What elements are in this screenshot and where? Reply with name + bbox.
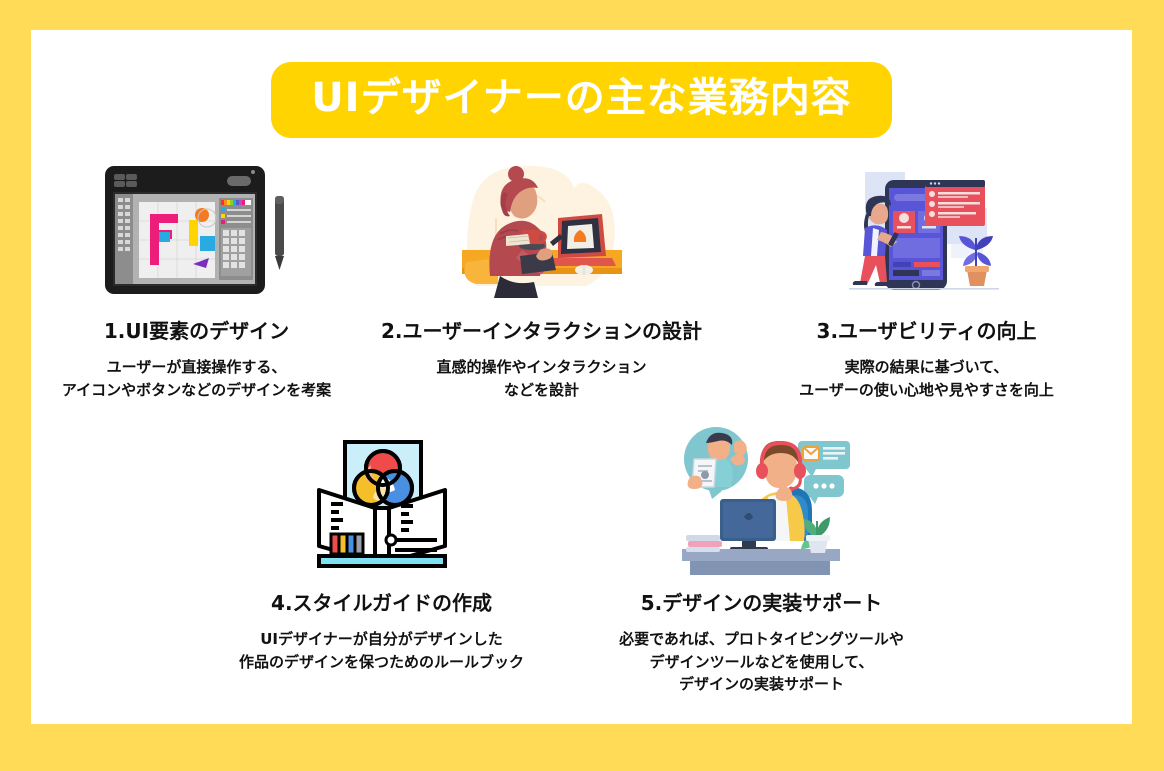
tablet-icon xyxy=(104,166,284,294)
item-description-line: 実際の結果に基づいて、 xyxy=(844,358,1009,376)
items-row-top: 1.UI要素のデザイン ユーザーが直接操作する、 アイコンやボタンなどのデザイン… xyxy=(31,158,1132,401)
item-description-line: アイコンやボタンなどのデザインを考案 xyxy=(61,380,332,399)
designer-at-desk-with-laptop-illustration xyxy=(454,158,629,303)
item-description-line: ユーザーの使い心地や見やすさを向上 xyxy=(799,380,1054,399)
item-card-4: 4.スタイルガイドの作成 UIデザイナーが自分がデザインした 作品のデザインを保… xyxy=(202,430,562,673)
support-desk-icon xyxy=(682,427,850,575)
mobile-ui-testing-illustration xyxy=(847,158,1007,303)
item-description-line: などを設計 xyxy=(503,380,579,399)
page-title: UIデザイナーの主な業務内容 xyxy=(31,62,1132,138)
item-description: 実際の結果に基づいて、 ユーザーの使い心地や見やすさを向上 xyxy=(799,356,1054,401)
item-card-5: 5.デザインの実装サポート 必要であれば、プロトタイピングツールや デザインツー… xyxy=(562,427,962,696)
item-description-line: 直感的操作やインタラクション xyxy=(436,358,647,376)
item-description: UIデザイナーが自分がデザインした 作品のデザインを保つためのルールブック xyxy=(239,628,524,673)
style-guide-book-icon xyxy=(317,440,447,568)
item-description: ユーザーが直接操作する、 アイコンやボタンなどのデザインを考案 xyxy=(62,356,331,401)
item-heading: 4.スタイルガイドの作成 xyxy=(271,591,492,615)
open-book-color-guide-illustration xyxy=(309,430,454,575)
item-heading: 2.ユーザーインタラクションの設計 xyxy=(380,319,703,343)
poster-content: UIデザイナーの主な業務内容 xyxy=(31,30,1132,724)
item-description-line: 作品のデザインを保つためのルールブック xyxy=(238,652,524,671)
smartphone-ui-icon xyxy=(848,172,999,290)
graphics-tablet-design-app-illustration xyxy=(97,158,297,303)
item-card-2: 2.ユーザーインタラクションの設計 直感的操作やインタラクション などを設計 xyxy=(347,158,737,401)
item-card-1: 1.UI要素のデザイン ユーザーが直接操作する、 アイコンやボタンなどのデザイン… xyxy=(47,158,347,401)
item-description-line: ユーザーが直接操作する、 xyxy=(106,358,287,376)
item-heading: 5.デザインの実装サポート xyxy=(640,591,883,615)
item-description: 直感的操作やインタラクション などを設計 xyxy=(436,356,646,401)
items-row-bottom: 4.スタイルガイドの作成 UIデザイナーが自分がデザインした 作品のデザインを保… xyxy=(31,427,1132,696)
item-description-line: デザインツールなどを使用して、 xyxy=(649,652,874,671)
desk-worker-icon xyxy=(462,165,622,298)
item-heading: 3.ユーザビリティの向上 xyxy=(816,319,1037,343)
item-description: 必要であれば、プロトタイピングツールや デザインツールなどを使用して、 デザイン… xyxy=(619,628,904,696)
item-description-line: 必要であれば、プロトタイピングツールや xyxy=(619,630,904,648)
title-badge: UIデザイナーの主な業務内容 xyxy=(271,62,892,138)
item-description-line: UIデザイナーが自分がデザインした xyxy=(260,630,503,648)
support-agent-with-headset-illustration xyxy=(664,427,859,575)
item-heading: 1.UI要素のデザイン xyxy=(103,319,290,343)
item-card-3: 3.ユーザビリティの向上 実際の結果に基づいて、 ユーザーの使い心地や見やすさを… xyxy=(737,158,1117,401)
item-description-line: デザインの実装サポート xyxy=(678,675,844,693)
